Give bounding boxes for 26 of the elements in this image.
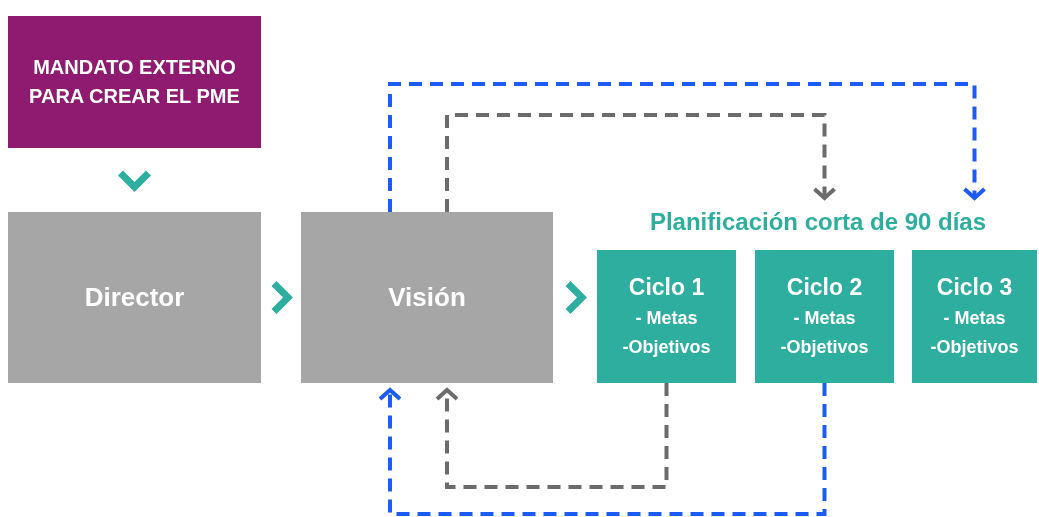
box-title: Director	[83, 280, 186, 314]
list-item: - Metas	[792, 307, 857, 331]
box-title: Visión	[387, 280, 467, 314]
dashed-arrow	[445, 113, 837, 212]
list-item: -Objetivos	[621, 336, 712, 360]
box-title: MANDATO EXTERNO PARA CREAR EL PME	[28, 55, 241, 109]
box-title: Ciclo 2	[785, 273, 864, 303]
box-title: Ciclo 1	[627, 273, 706, 303]
chevron-arrow	[565, 281, 587, 314]
list-item: -Objetivos	[779, 336, 870, 360]
list-item: - Metas	[942, 307, 1007, 331]
chevron-arrow	[271, 281, 293, 314]
mandate-box	[8, 16, 261, 148]
dashed-arrow	[388, 82, 987, 212]
list-item: - Metas	[634, 307, 699, 331]
box-title: Ciclo 3	[935, 273, 1014, 303]
cycle-box	[912, 250, 1037, 383]
section-heading: Planificación corta de 90 días	[648, 208, 988, 236]
chevron-arrow	[118, 170, 151, 192]
list-item: -Objetivos	[929, 336, 1020, 360]
dashed-arrow	[378, 383, 827, 516]
process-box	[301, 212, 553, 383]
cycle-box	[755, 250, 894, 383]
dashed-arrow	[435, 383, 669, 489]
cycle-box	[597, 250, 736, 383]
process-box	[8, 212, 261, 383]
